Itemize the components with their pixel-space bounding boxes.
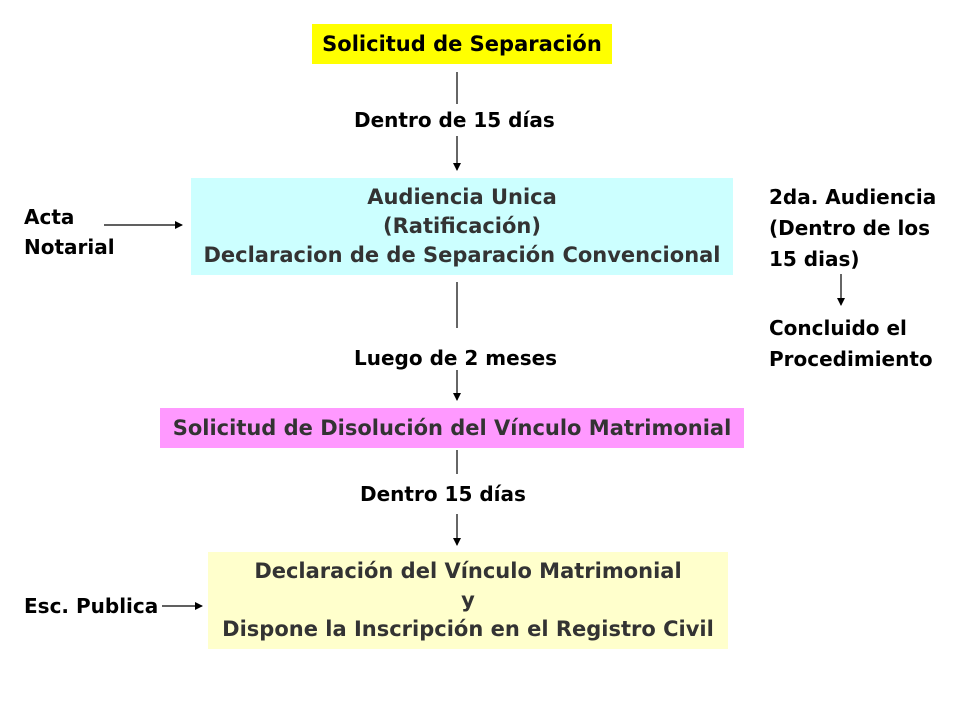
concluded-label: Concluido el Procedimiento <box>769 313 933 375</box>
single-hearing-box: Audiencia Unica (Ratificación) Declaraci… <box>191 178 733 275</box>
acta-notarial-label: Acta Notarial <box>24 202 115 262</box>
step-label-2-months: Luego de 2 meses <box>354 346 558 370</box>
esc-publica-label: Esc. Publica <box>24 594 159 618</box>
declaration-box: Declaración del Vínculo Matrimonial y Di… <box>208 552 728 649</box>
second-hearing-deadline: (Dentro de los <box>769 216 931 240</box>
declaration-title: Declaración del Vínculo Matrimonial <box>254 559 682 583</box>
conventional-separation-text: Declaracion de de Separación Convenciona… <box>203 243 721 267</box>
step-label-15-days-second: Dentro 15 días <box>360 482 526 506</box>
single-hearing-title: Audiencia Unica <box>367 185 557 209</box>
second-hearing-title: 2da. Audiencia <box>769 185 937 209</box>
ratification-text: (Ratificación) <box>383 214 541 238</box>
dissolution-request-text: Solicitud de Disolución del Vínculo Matr… <box>172 415 732 440</box>
separation-request-box: Solicitud de Separación <box>312 24 612 64</box>
concluded-text: Concluido el <box>769 316 907 340</box>
notarial-text: Notarial <box>24 235 115 259</box>
dissolution-request-box: Solicitud de Disolución del Vínculo Matr… <box>160 408 744 448</box>
second-hearing-days: 15 dias) <box>769 247 860 271</box>
acta-text: Acta <box>24 205 75 229</box>
separation-request-text: Solicitud de Separación <box>322 31 602 56</box>
second-hearing-label: 2da. Audiencia (Dentro de los 15 dias) <box>769 182 936 275</box>
step-label-15-days: Dentro de 15 días <box>354 108 555 132</box>
civil-registry-text: Dispone la Inscripción en el Registro Ci… <box>222 617 714 641</box>
procedure-text: Procedimiento <box>769 347 933 371</box>
declaration-connector: y <box>461 588 475 612</box>
